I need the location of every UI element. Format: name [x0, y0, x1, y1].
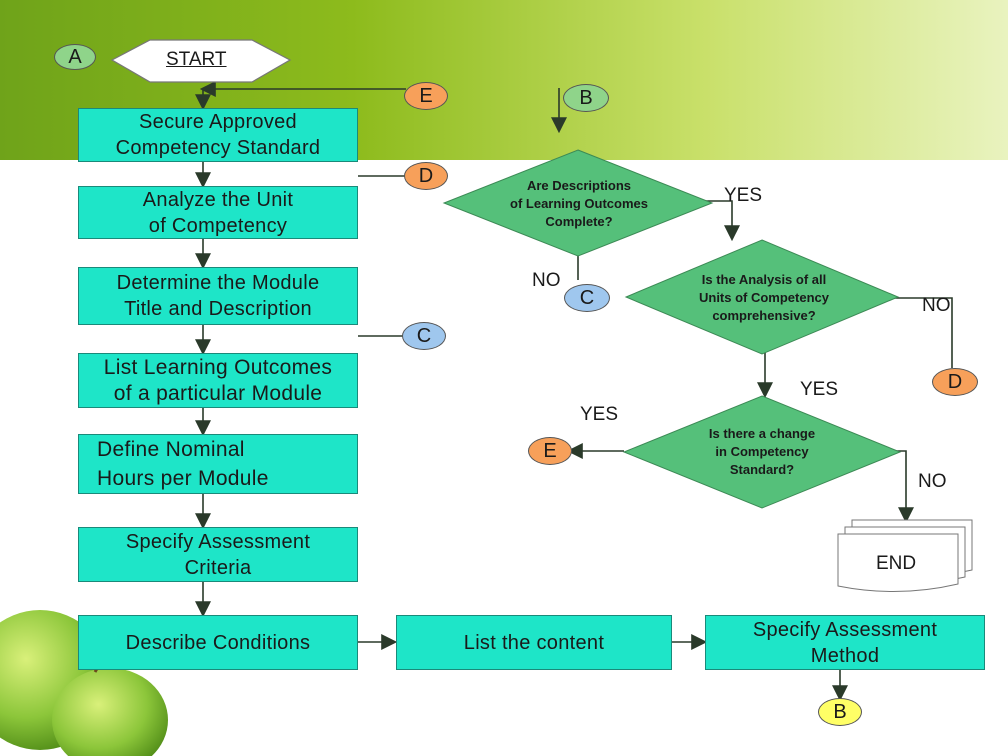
label-yes-analysis: YES: [800, 379, 839, 400]
label-no-descriptions: NO: [532, 270, 561, 291]
step-nominal-hours: Define Nominal Hours per Module: [78, 434, 358, 494]
end-terminator: [837, 519, 973, 592]
step-determine-module: Determine the Module Title and Descripti…: [78, 267, 358, 325]
connector-c-right: C: [564, 284, 610, 312]
label-yes-change: YES: [580, 404, 619, 425]
connector-c-left: C: [402, 322, 446, 350]
step-assessment-method: Specify Assessment Method: [705, 615, 985, 670]
start-terminator: [110, 39, 292, 83]
decision-competency-change: [622, 395, 902, 509]
decision-change-text: Is there a change in Competency Standard…: [708, 426, 816, 477]
step-secure-standard: Secure Approved Competency Standard: [78, 108, 358, 162]
label-no-change: NO: [918, 471, 947, 492]
connector-a: A: [54, 44, 96, 70]
line-no-to-d: [880, 297, 953, 368]
label-no-analysis: NO: [922, 295, 951, 316]
decision-analysis-comprehensive: [624, 239, 900, 355]
label-yes-descriptions: YES: [724, 185, 763, 206]
decision-descriptions-text: Are Descriptions of Learning Outcomes Co…: [510, 178, 648, 229]
connector-d-right: D: [932, 368, 978, 396]
step-assessment-criteria: Specify Assessment Criteria: [78, 527, 358, 582]
connector-e-bottom: E: [528, 437, 572, 465]
connector-b-top: B: [563, 84, 609, 112]
connector-d-left: D: [404, 162, 448, 190]
connector-e-top: E: [404, 82, 448, 110]
end-label: END: [876, 553, 917, 574]
step-list-outcomes: List Learning Outcomes of a particular M…: [78, 353, 358, 408]
step-analyze-unit: Analyze the Unit of Competency: [78, 186, 358, 239]
start-label: START: [166, 49, 227, 70]
decision-descriptions-complete: [442, 149, 714, 257]
step-describe-conditions: Describe Conditions: [78, 615, 358, 670]
connector-b-bottom: B: [818, 698, 862, 726]
step-list-content: List the content: [396, 615, 672, 670]
decision-analysis-text: Is the Analysis of all Units of Competen…: [698, 272, 829, 323]
